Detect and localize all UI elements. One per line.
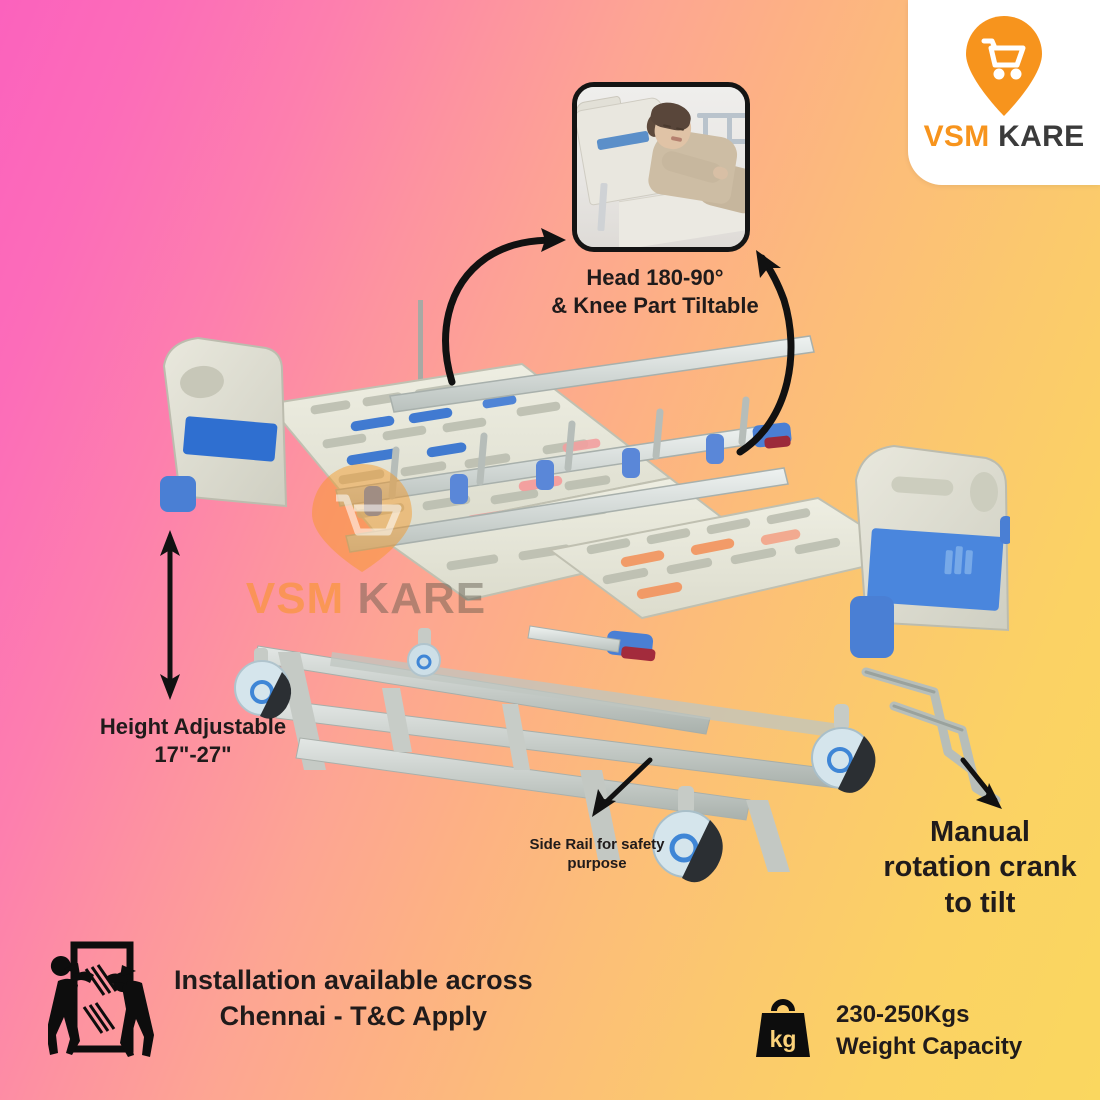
bed-base-frame [253,645,841,872]
callout-side-rail-line2: purpose [567,855,627,873]
release-lever [527,625,656,662]
brand-name: VSM KARE [924,120,1085,154]
weight-line2: Weight Capacity [836,1032,1023,1060]
installation-text: Installation available across Chennai - … [174,963,533,1033]
brand-name-vsm: VSM [923,120,990,153]
svg-text:kg: kg [770,1026,797,1052]
weight-capacity-info: kg 230-250Kgs Weight Capacity [752,995,1022,1066]
brand-name-kare: KARE [998,120,1085,153]
knee-section [547,496,913,620]
installation-line2: Chennai - T&C Apply [219,1000,488,1031]
caster-wheel [407,628,441,677]
installation-info: Installation available across Chennai - … [46,935,533,1062]
callout-head-tilt-line2: & Knee Part Tiltable [551,293,759,319]
brand-logo-card: VSM KARE [908,0,1100,185]
callout-height-line1: Height Adjustable [99,714,287,739]
callout-manual-crank: Manual rotation crank to tilt [860,815,1100,921]
callout-side-rail: Side Rail for safety purpose [482,835,712,873]
callout-crank-line3: to tilt [944,886,1016,919]
footboard [850,444,1012,658]
caster-wheel [234,648,292,719]
caster-wheel [652,786,723,883]
caster-wheel [811,704,876,793]
shopping-cart-map-pin-icon [960,14,1048,118]
weight-line1: 230-250Kgs [836,1000,970,1028]
callout-height-adjustable: Height Adjustable 17"-27" [48,713,338,769]
callout-head-tilt: Head 180-90° & Knee Part Tiltable [505,264,805,320]
callout-side-rail-line1: Side Rail for safety [529,836,665,853]
movers-carrying-panel-icon [46,935,156,1062]
weight-capacity-text: 230-250Kgs Weight Capacity [836,999,1022,1062]
patient-reclining-photo [572,82,750,252]
callout-head-tilt-line1: Head 180-90° [586,265,724,290]
headboard [160,336,288,512]
kg-weight-icon: kg [752,995,814,1066]
callout-crank-line2: rotation crank [883,851,1077,884]
callout-crank-line1: Manual [930,816,1030,848]
installation-line1: Installation available across [174,965,533,996]
callout-height-line2: 17"-27" [154,742,232,768]
